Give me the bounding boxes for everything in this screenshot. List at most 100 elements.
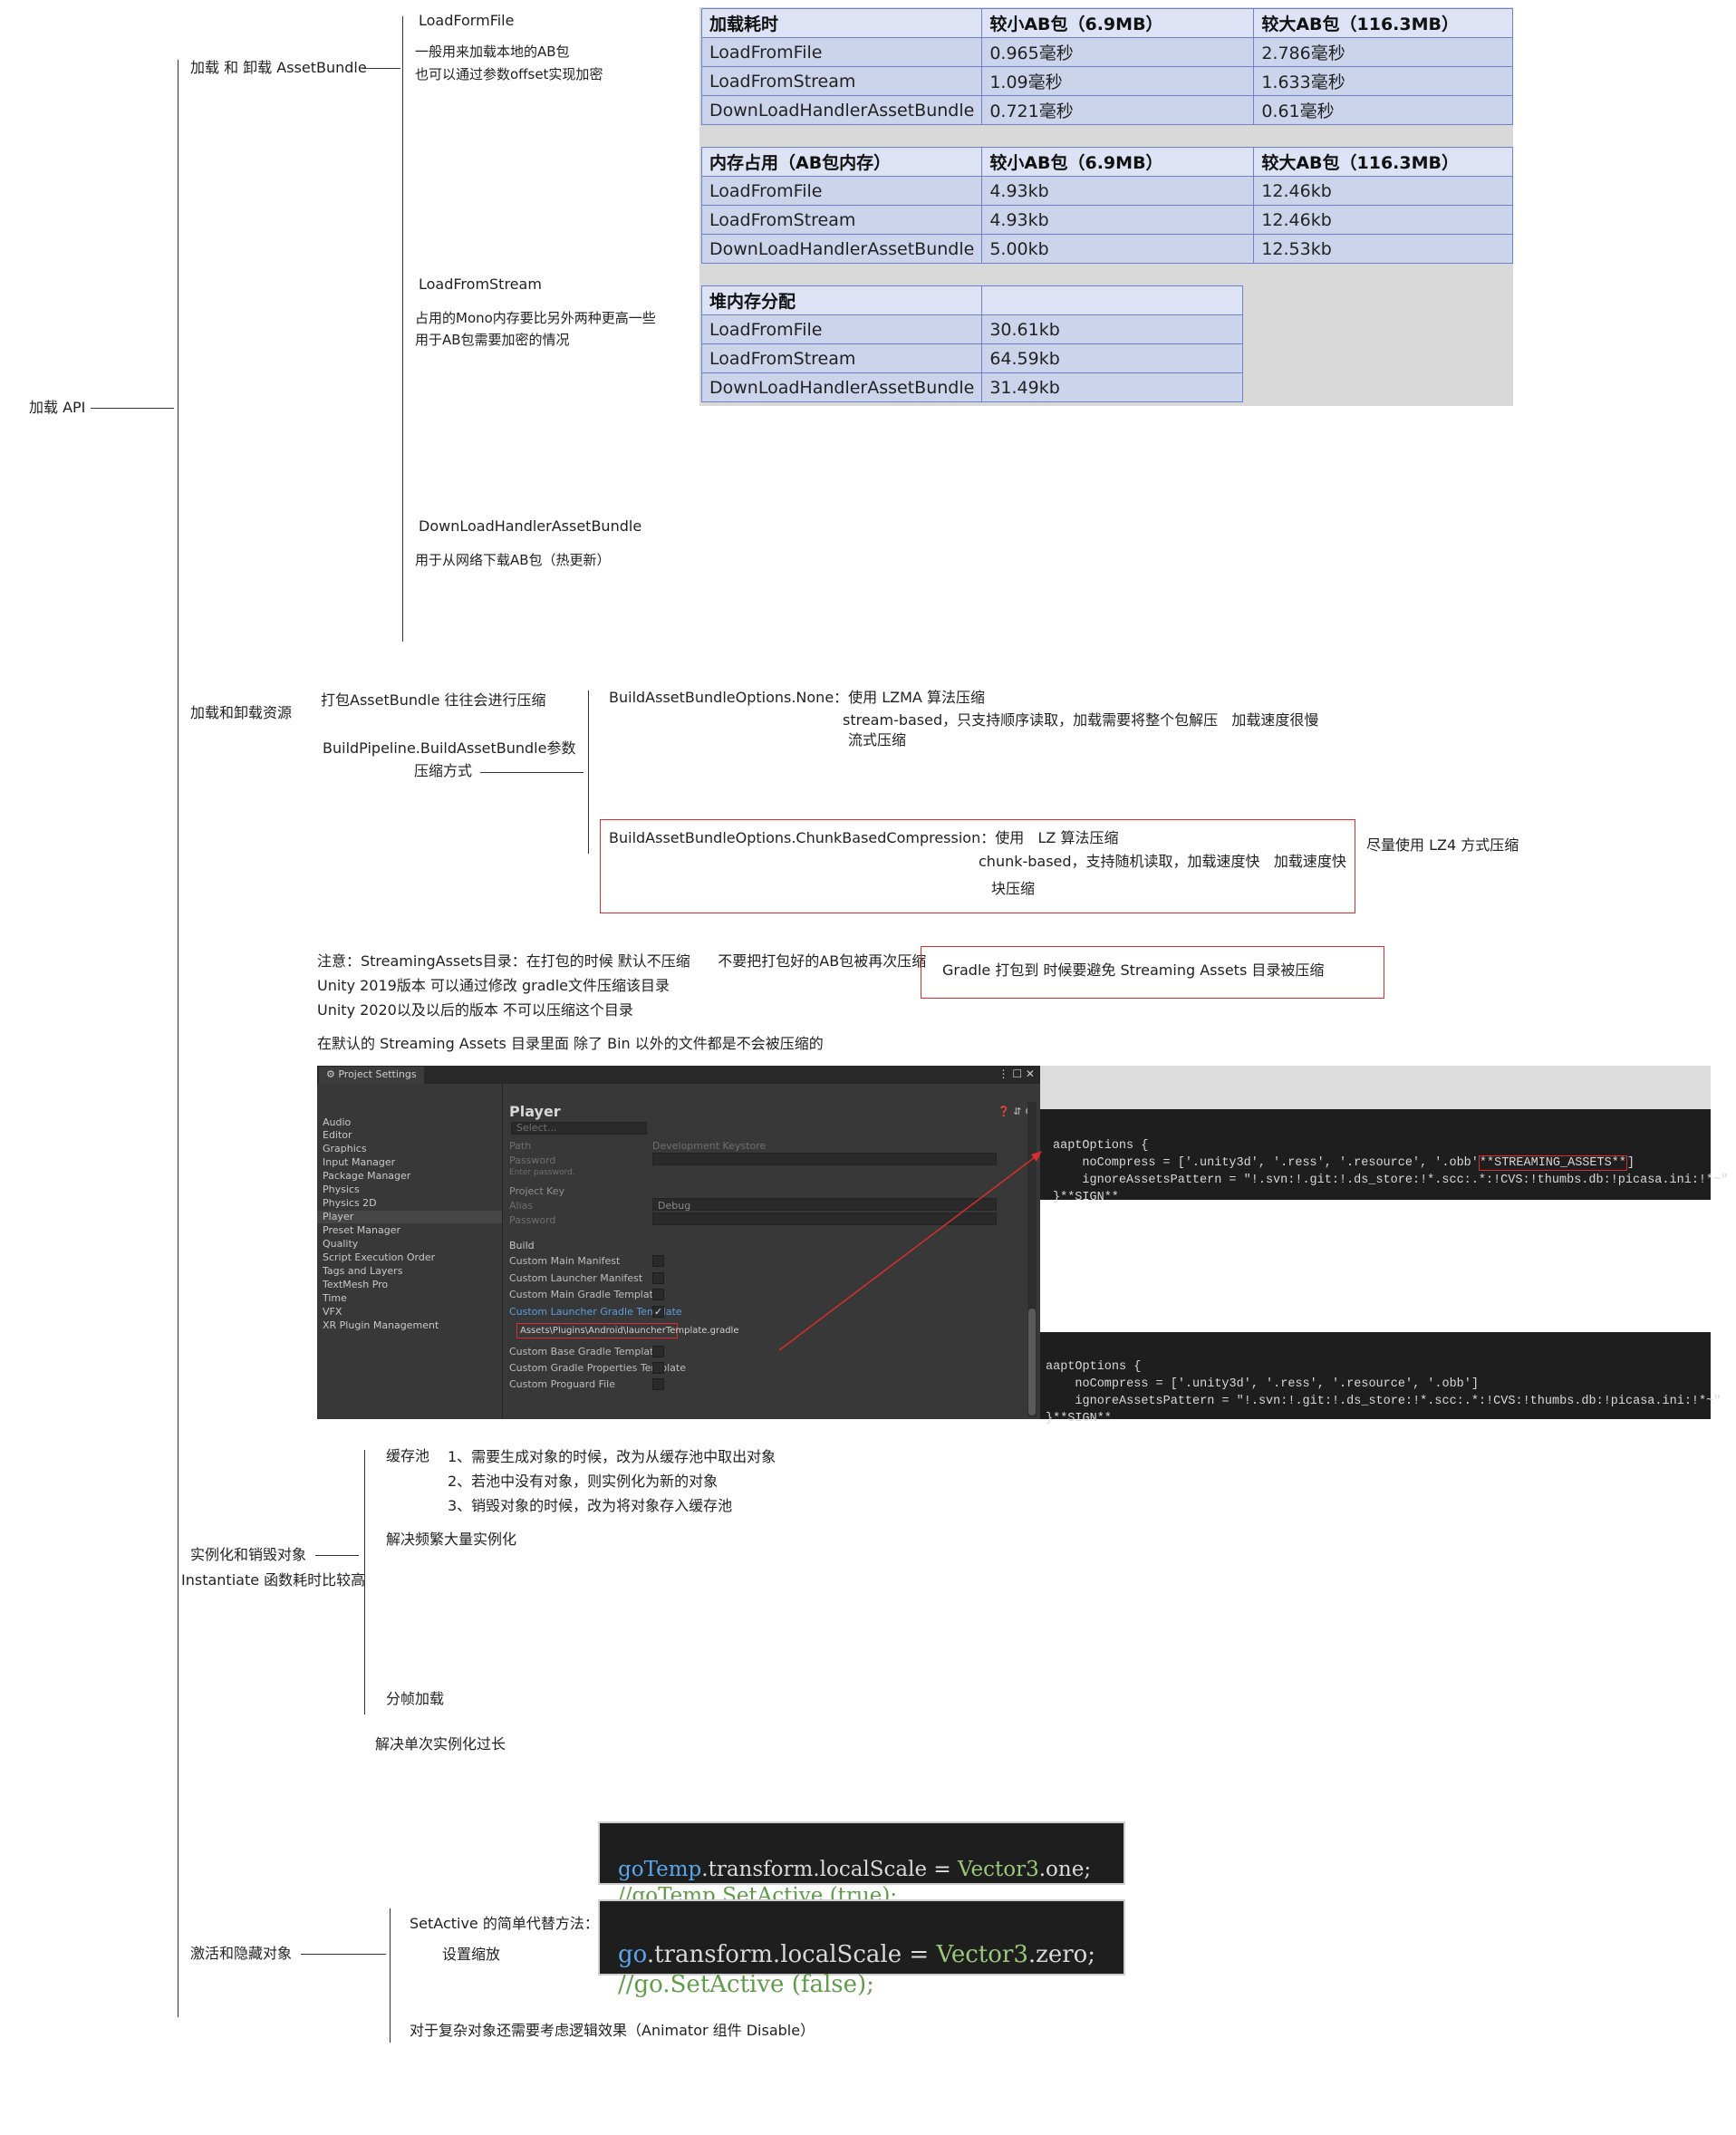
path-label: Path	[509, 1140, 532, 1152]
project-key-label: Project Key	[509, 1185, 565, 1197]
table-cell: 12.46kb	[1253, 205, 1513, 235]
sidebar-item[interactable]: VFX	[323, 1306, 342, 1318]
api-loadfromstream-desc2: 用于AB包需要加密的情况	[415, 332, 570, 348]
sidebar-item[interactable]: Physics 2D	[323, 1197, 377, 1209]
memory-table: 内存占用（AB包内存） 较小AB包（6.9MB） 较大AB包（116.3MB） …	[700, 147, 1513, 264]
table-cell: 31.49kb	[981, 372, 1243, 402]
build-checkbox[interactable]	[652, 1362, 664, 1374]
code-comment: //go.SetActive (false);	[618, 1971, 874, 1998]
api-download-desc: 用于从网络下载AB包（热更新）	[415, 552, 611, 568]
section-instantiate-1: 实例化和销毁对象	[190, 1546, 307, 1563]
table-header-cell: 较大AB包（116.3MB）	[1253, 8, 1513, 38]
sidebar-item[interactable]: Editor	[323, 1129, 352, 1141]
none-option-title: BuildAssetBundleOptions.None：使用 LZMA 算法压…	[609, 689, 985, 706]
code-line: aaptOptions {	[1053, 1139, 1149, 1153]
screenshot-gray-strip	[1040, 1066, 1711, 1109]
sidebar-item[interactable]: Script Execution Order	[323, 1251, 436, 1263]
chunk-highlight-box	[600, 819, 1355, 913]
api-download-title: DownLoadHandlerAssetBundle	[419, 517, 642, 535]
section-load-unload-res: 加载和卸载资源	[190, 704, 293, 721]
build-checkbox[interactable]	[652, 1346, 664, 1357]
build-item: Custom Launcher Manifest	[509, 1272, 643, 1284]
project-settings-window: ⚙ Project Settings ⋮ ☐ ✕ Audio Editor Gr…	[317, 1066, 1040, 1419]
alias-select[interactable]	[652, 1198, 997, 1211]
table-cell: DownLoadHandlerAssetBundle	[700, 95, 983, 125]
panel-scrollbar[interactable]	[1027, 1102, 1037, 1417]
streaming-note-2: Unity 2019版本 可以通过修改 gradle文件压缩该目录	[317, 977, 670, 994]
frame-load: 分帧加载	[386, 1690, 445, 1707]
table-cell: LoadFromFile	[700, 176, 983, 206]
code-line: noCompress = ['.unity3d', '.ress', '.res…	[1053, 1154, 1698, 1172]
code-line: go.transform.localScale = Vector3.zero;	[618, 1940, 1105, 1970]
password-label: Password	[509, 1154, 556, 1166]
table-row: DownLoadHandlerAssetBundle 0.721毫秒 0.61毫…	[700, 95, 1513, 125]
password-field[interactable]	[652, 1153, 997, 1165]
table-header-cell: 较小AB包（6.9MB）	[981, 147, 1255, 177]
player-panel: Player ❓ ⇵ ⚙ Select... Path Development …	[504, 1084, 1040, 1419]
setactive-title: SetActive 的简单代替方法：	[410, 1915, 599, 1932]
sidebar-item-player[interactable]: Player	[317, 1211, 502, 1223]
sidebar-item[interactable]: Quality	[323, 1238, 359, 1250]
pool-solve: 解决频繁大量实例化	[386, 1531, 517, 1548]
sidebar-item[interactable]: Time	[323, 1292, 347, 1304]
table-row: LoadFromFile 0.965毫秒 2.786毫秒	[700, 37, 1513, 67]
window-controls-icon[interactable]: ⋮ ☐ ✕	[998, 1068, 1035, 1080]
code-line: ignoreAssetsPattern = "!.svn:!.git:!.ds_…	[1053, 1174, 1729, 1187]
default-note: 在默认的 Streaming Assets 目录里面 除了 Bin 以外的文件都…	[317, 1035, 824, 1052]
help-settings-icon[interactable]: ❓ ⇵ ⚙	[998, 1106, 1034, 1117]
chunk-option-desc1: chunk-based，支持随机读取，加载速度快 加载速度快	[979, 853, 1346, 870]
scale-code-one: goTemp.transform.localScale = Vector3.on…	[598, 1821, 1125, 1908]
sidebar-item[interactable]: TextMesh Pro	[323, 1279, 389, 1290]
gradle-note: Gradle 打包到 时候要避免 Streaming Assets 目录被压缩	[942, 961, 1325, 979]
table-row: LoadFromStream 64.59kb	[700, 343, 1243, 373]
build-item-launcher-gradle: Custom Launcher Gradle Template	[509, 1306, 682, 1318]
pack-note: 打包AssetBundle 往往会进行压缩	[321, 691, 546, 709]
table-cell: LoadFromFile	[700, 314, 983, 344]
table-row: LoadFromFile 30.61kb	[700, 314, 1243, 344]
build-item: Custom Gradle Properties Template	[509, 1362, 687, 1374]
table-row: DownLoadHandlerAssetBundle 31.49kb	[700, 372, 1243, 402]
code-member: .transform.localScale	[646, 1941, 902, 1968]
sidebar-item[interactable]: Audio	[323, 1116, 352, 1128]
code-line: noCompress = ['.unity3d', '.ress', '.res…	[1046, 1377, 1479, 1391]
table-header-cell: 较小AB包（6.9MB）	[981, 8, 1255, 38]
streaming-note-3: Unity 2020以及以后的版本 不可以压缩这个目录	[317, 1001, 633, 1019]
setactive-sub: 设置缩放	[442, 1946, 501, 1963]
table-gap	[701, 128, 1513, 146]
table-cell: LoadFromStream	[700, 205, 983, 235]
build-item: Custom Main Manifest	[509, 1255, 621, 1267]
sidebar-item[interactable]: XR Plugin Management	[323, 1319, 439, 1331]
project-settings-tab[interactable]: ⚙ Project Settings	[319, 1067, 424, 1084]
build-checkbox[interactable]	[652, 1255, 664, 1267]
streaming-note-1: 注意：StreamingAssets目录：在打包的时候 默认不压缩 不要把打包好…	[317, 952, 927, 970]
gradle-highlight-box	[921, 946, 1384, 999]
alias-label: Alias	[509, 1200, 534, 1212]
sidebar-item[interactable]: Graphics	[323, 1143, 367, 1154]
section-activate: 激活和隐藏对象	[190, 1945, 293, 1962]
build-label: Build	[509, 1240, 535, 1251]
sidebar-item[interactable]: Tags and Layers	[323, 1265, 403, 1277]
sidebar-item[interactable]: Input Manager	[323, 1156, 396, 1168]
none-option-desc2: 流式压缩	[848, 731, 907, 749]
table-header-cell: 堆内存分配	[700, 285, 983, 315]
build-checkbox[interactable]	[652, 1289, 664, 1300]
build-checkbox[interactable]	[652, 1378, 664, 1390]
code-line: }**SIGN**	[1046, 1412, 1112, 1425]
instantiate-connector	[315, 1555, 359, 1556]
time-table: 加载耗时 较小AB包（6.9MB） 较大AB包（116.3MB） LoadFro…	[700, 8, 1513, 125]
build-checkbox[interactable]	[652, 1272, 664, 1284]
panel-scrollbar-thumb[interactable]	[1028, 1309, 1036, 1415]
sidebar-item[interactable]: Package Manager	[323, 1170, 411, 1182]
gradle-code-original: aaptOptions { noCompress = ['.unity3d', …	[1040, 1332, 1721, 1425]
launcher-gradle-checkbox[interactable]: ✓	[652, 1306, 664, 1318]
password2-field[interactable]	[652, 1212, 997, 1225]
table-cell: 4.93kb	[981, 176, 1255, 206]
template-path-box	[516, 1323, 678, 1338]
code-line: }**SIGN**	[1053, 1191, 1119, 1204]
table-cell: 1.09毫秒	[981, 66, 1255, 96]
lz4-note: 尽量使用 LZ4 方式压缩	[1366, 836, 1519, 854]
keystore-select[interactable]	[511, 1122, 647, 1135]
sidebar-item[interactable]: Preset Manager	[323, 1224, 401, 1236]
sidebar-item[interactable]: Physics	[323, 1183, 360, 1195]
table-row: DownLoadHandlerAssetBundle 5.00kb 12.53k…	[700, 234, 1513, 264]
